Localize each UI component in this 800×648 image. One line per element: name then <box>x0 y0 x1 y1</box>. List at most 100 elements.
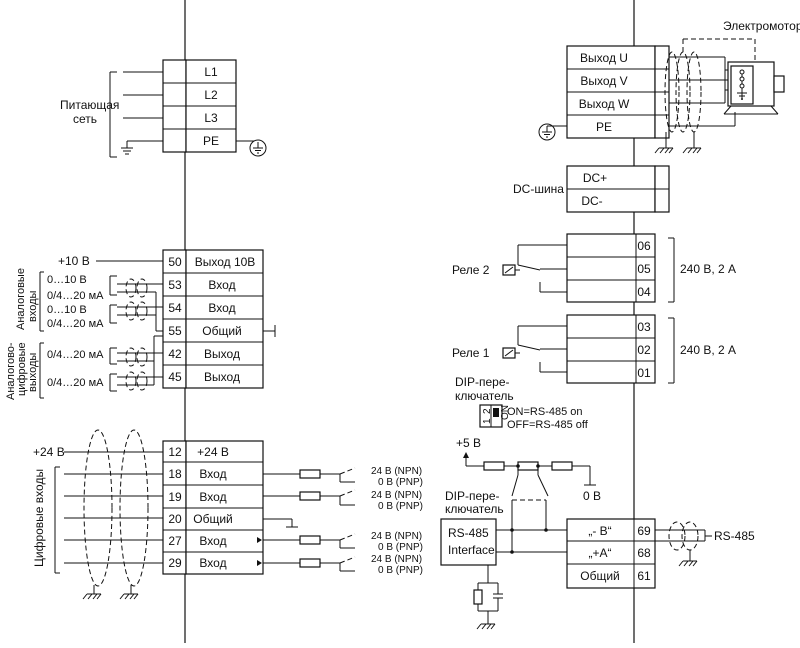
relay1-terminal-block <box>566 314 656 384</box>
dip-switch-icon <box>479 404 503 428</box>
analog-name-53: Вход <box>208 278 235 292</box>
terminal-out-w: Выход W <box>579 97 630 111</box>
terminal-dc-minus: DC- <box>581 194 602 208</box>
terminal-02: 02 <box>637 343 651 357</box>
digital-num-19: 19 <box>168 490 182 504</box>
rs485-interface-box <box>440 518 497 566</box>
plus5v-label: +5 В <box>456 436 481 450</box>
terminal-dc-plus: DC+ <box>583 171 607 185</box>
relay1-label: Реле 1 <box>452 346 490 360</box>
pnp-label-19: 0 В (PNP) <box>378 501 423 512</box>
pnp-label-29: 0 В (PNP) <box>378 565 423 576</box>
pnp-label-18: 0 В (PNP) <box>378 477 423 488</box>
power-label-2: сеть <box>73 112 97 126</box>
npn-label-27: 24 В (NPN) <box>371 531 422 542</box>
relay2-rating: 240 В, 2 А <box>680 262 736 276</box>
pnp-label-27: 0 В (PNP) <box>378 542 423 553</box>
analog-num-53: 53 <box>168 278 182 292</box>
digital-name-29: Вход <box>199 556 226 570</box>
dc-bus-label: DC-шина <box>513 182 564 196</box>
analog-num-50: 50 <box>168 255 182 269</box>
electric-motor-icon <box>723 61 785 115</box>
digital-num-20: 20 <box>168 512 182 526</box>
dip-num-2: 2 <box>482 408 493 414</box>
range-ma2: 0/4…20 мА <box>47 318 104 330</box>
analog-name-50: Выход 10В <box>195 255 256 269</box>
power-supply-section: Питающая сеть L1 L2 L3 PE <box>60 59 267 158</box>
relay1-rating: 240 В, 2 А <box>680 343 736 357</box>
npn-label-19: 24 В (NPN) <box>371 490 422 501</box>
digital-num-29: 29 <box>168 556 182 570</box>
dip-label-1: DIP-пере- <box>455 375 510 389</box>
digital-name-12: +24 В <box>197 445 229 459</box>
analog-num-55: 55 <box>168 324 182 338</box>
terminal-l3: L3 <box>204 111 218 125</box>
digital-num-27: 27 <box>168 534 182 548</box>
relay2-label: Реле 2 <box>452 263 490 277</box>
digital-num-18: 18 <box>168 467 182 481</box>
rs485-dip-label-1: DIP-пере- <box>445 489 500 503</box>
range-ma4: 0/4…20 мА <box>47 377 104 389</box>
analog-num-42: 42 <box>168 347 182 361</box>
rs485-section: +5 В 0 В DIP-пере- ключатель RS-485 Inte… <box>440 436 755 630</box>
terminal-01: 01 <box>637 366 651 380</box>
terminal-04: 04 <box>637 285 651 299</box>
rs485-num-69: 69 <box>637 524 651 538</box>
rs485-terminal-block <box>566 518 656 589</box>
rs485-num-68: 68 <box>637 546 651 560</box>
motor-section: Выход U Выход V Выход W PE <box>538 19 800 154</box>
terminal-motor-pe: PE <box>596 120 612 134</box>
analog-name-45: Выход <box>204 370 240 384</box>
analog-name-54: Вход <box>208 301 235 315</box>
terminal-05: 05 <box>637 262 651 276</box>
digital-name-18: Вход <box>199 467 226 481</box>
rs485-interface-label-2: Interface <box>448 543 495 557</box>
range-v2: 0…10 В <box>47 304 87 316</box>
range-ma3: 0/4…20 мА <box>47 349 104 361</box>
terminal-l2: L2 <box>204 88 218 102</box>
digital-name-27: Вход <box>199 534 226 548</box>
digital-num-12: 12 <box>168 445 182 459</box>
relays-section: 06 05 04 Реле 2 240 В, 2 А 03 02 01 Р <box>452 233 736 384</box>
input-resistor-chain <box>257 467 356 572</box>
earth-ground-icon <box>249 139 267 157</box>
rs485-name-61: Общий <box>580 569 620 583</box>
analog-name-42: Выход <box>204 347 240 361</box>
plus10v-label: +10 В <box>58 254 90 268</box>
dip-desc-on: ON=RS-485 on <box>507 406 583 418</box>
range-ma1: 0/4…20 мА <box>47 290 104 302</box>
digital-name-19: Вход <box>199 490 226 504</box>
terminal-out-v: Выход V <box>580 74 627 88</box>
dip-label-2: ключатель <box>455 389 514 403</box>
digital-name-20: Общий <box>193 512 233 526</box>
analog-inputs-label-1: Аналоговые <box>15 268 27 330</box>
analog-section: 50 Выход 10В 53 Вход 54 Вход 55 Общий 42… <box>5 249 276 400</box>
rs485-interface-label-1: RS-485 <box>448 526 489 540</box>
dip-desc-off: OFF=RS-485 off <box>507 419 589 431</box>
dip-on-label: ON <box>500 405 511 420</box>
dip-switch-section: DIP-пере- ключатель 1 2 ON ON=RS-485 on … <box>455 375 589 431</box>
dc-bus-section: DC+ DC- DC-шина <box>513 165 670 213</box>
digital-inputs-label: Цифровые входы <box>32 469 46 567</box>
analog-num-54: 54 <box>168 301 182 315</box>
terminal-06: 06 <box>637 239 651 253</box>
ad-outputs-label-2: цифровые <box>16 342 28 396</box>
npn-label-29: 24 В (NPN) <box>371 554 422 565</box>
rs485-dip-label-2: ключатель <box>445 502 504 516</box>
plus24v-label: +24 В <box>33 445 65 459</box>
analog-num-45: 45 <box>168 370 182 384</box>
analog-name-55: Общий <box>202 324 242 338</box>
motor-label: Электромотор <box>723 19 800 33</box>
power-label-1: Питающая <box>60 98 119 112</box>
rs485-name-68: „+A“ <box>588 546 611 560</box>
digital-section: 12 +24 В 18 Вход 19 Вход 20 Общий 27 Вхо… <box>32 429 423 600</box>
terminal-out-u: Выход U <box>580 51 628 65</box>
analog-inputs-label-2: входы <box>27 290 39 322</box>
range-v1: 0…10 В <box>47 274 87 286</box>
terminal-03: 03 <box>637 320 651 334</box>
rs485-num-61: 61 <box>637 569 651 583</box>
terminal-pe: PE <box>203 134 219 148</box>
ad-outputs-label-3: выходы <box>27 353 39 392</box>
